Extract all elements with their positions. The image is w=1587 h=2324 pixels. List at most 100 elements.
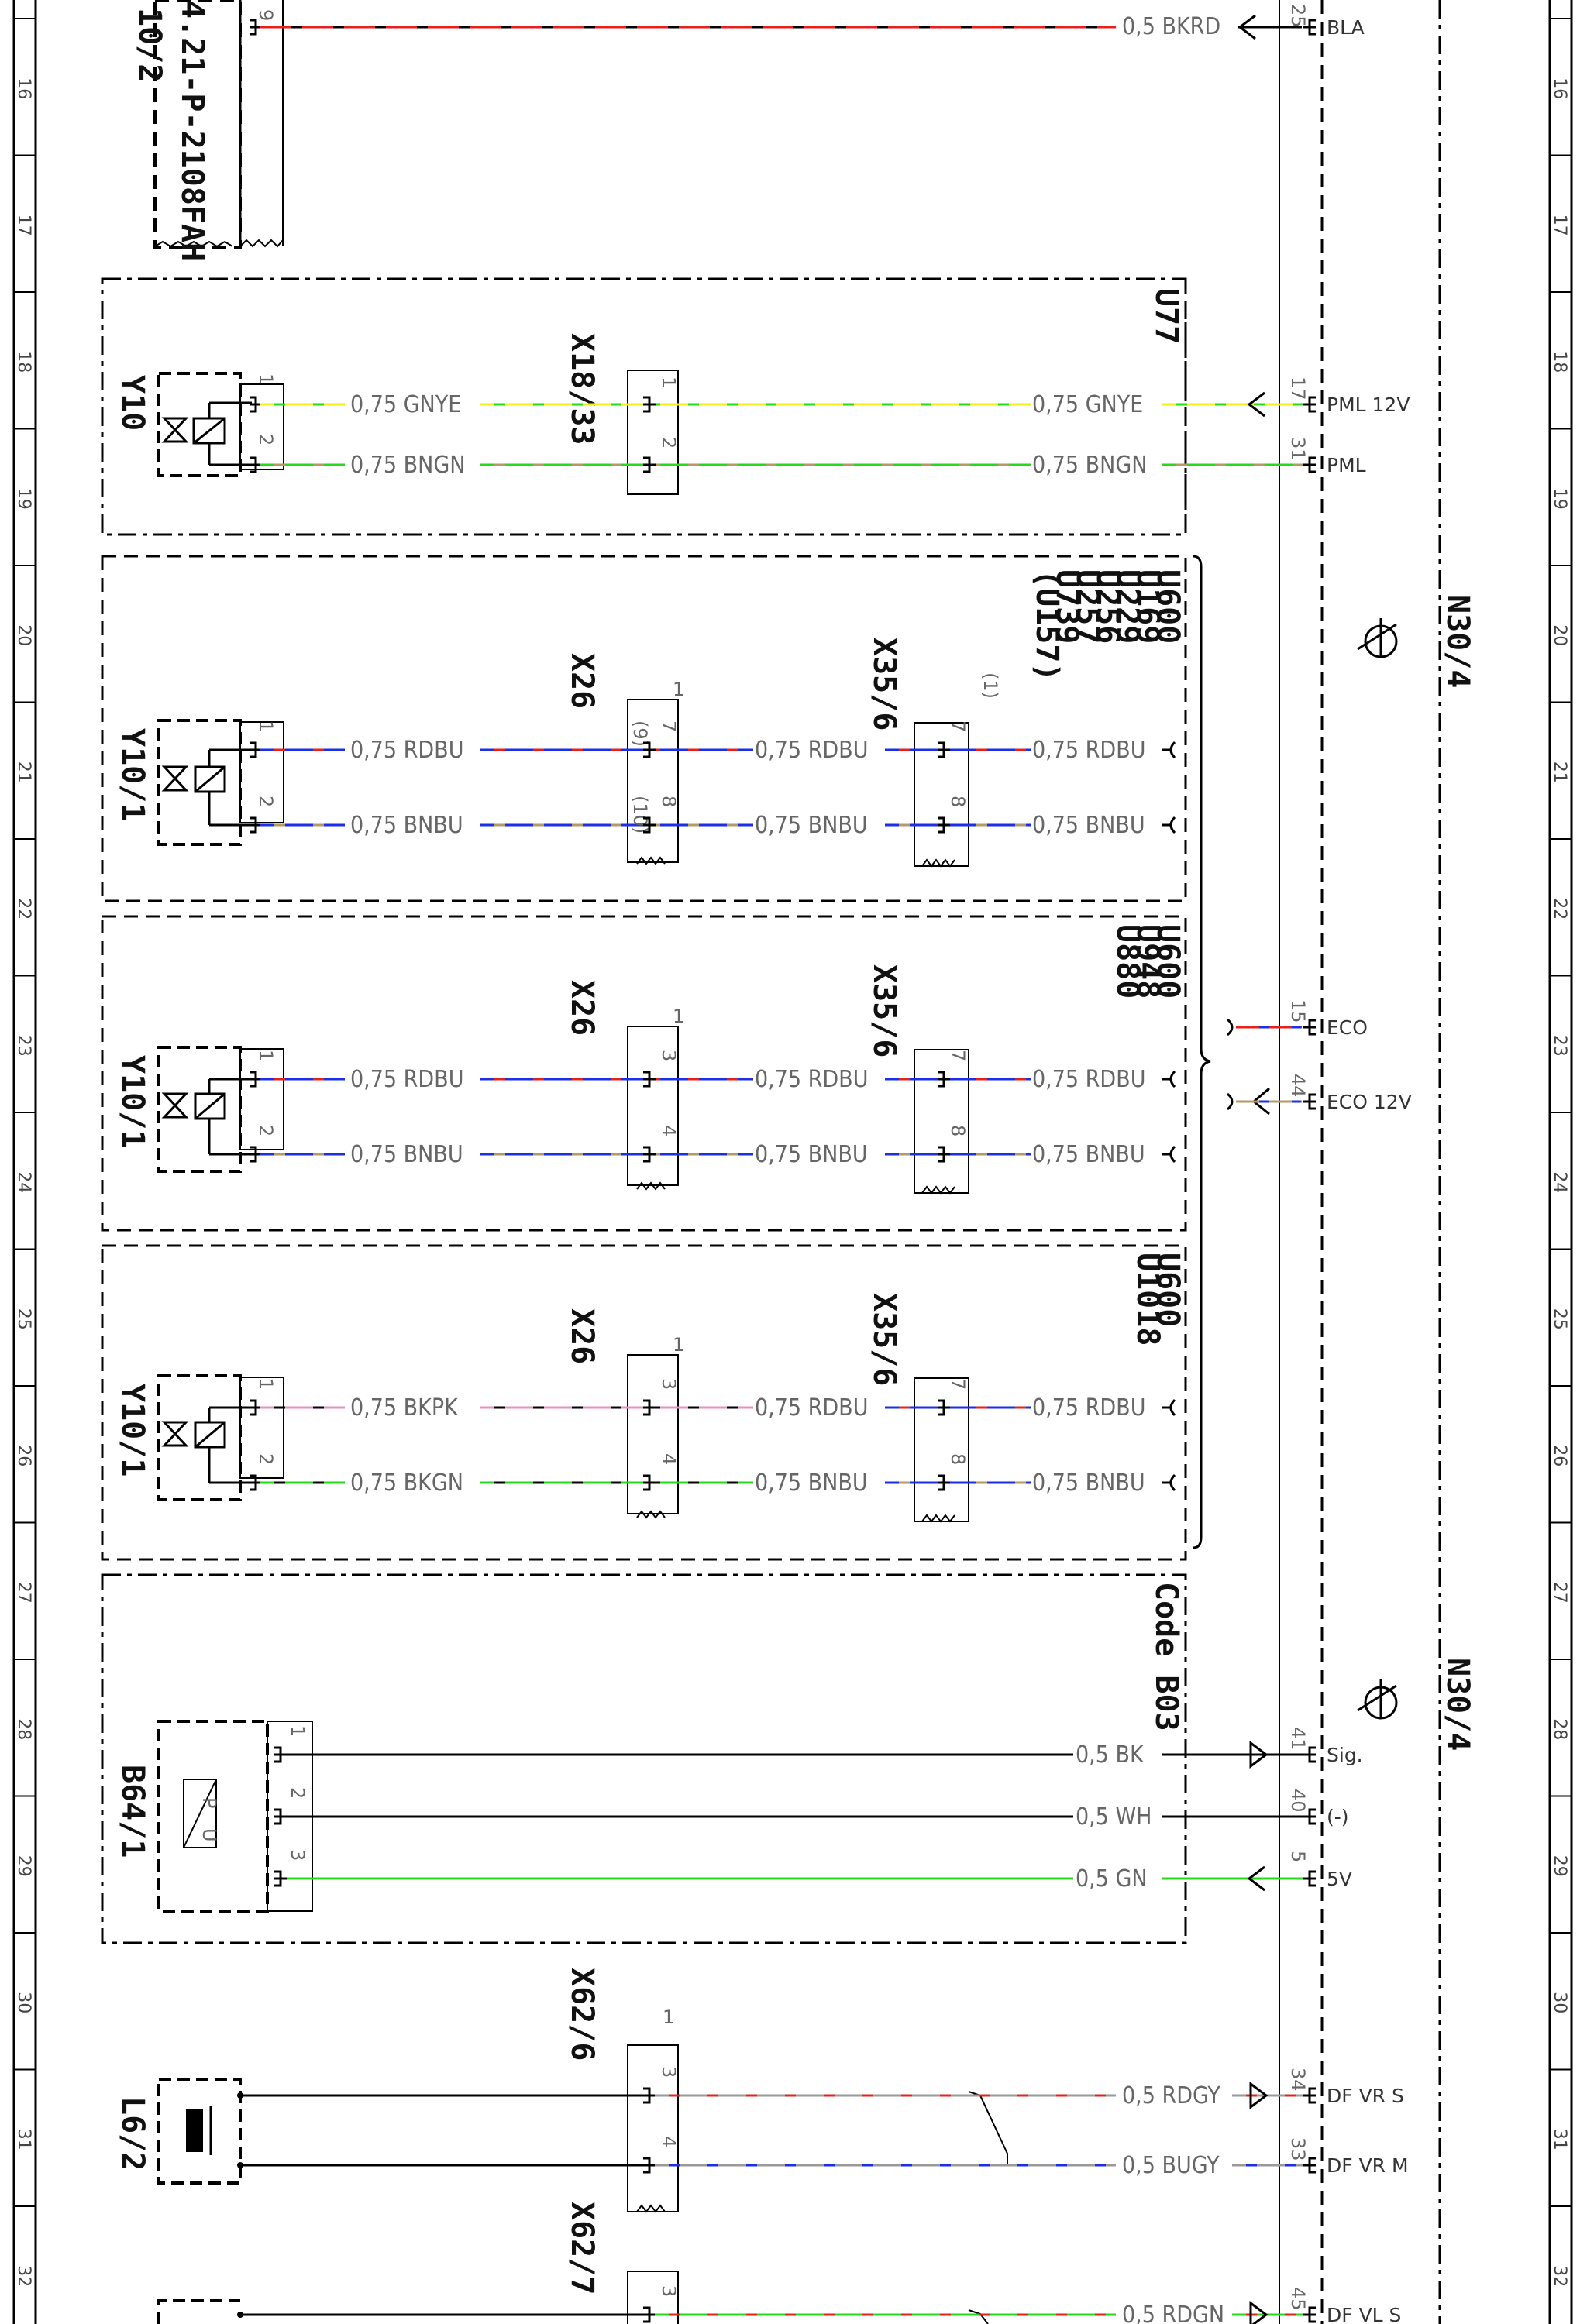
n30-pin-label: (-): [1327, 1806, 1349, 1828]
box3-wire-left-label: 0,75 BNBU: [350, 1141, 463, 1168]
n30-pin-number: 5: [1287, 1851, 1309, 1862]
box4-x26-marker: 1: [673, 1334, 684, 1356]
box3-wire-right-label: 0,75 RDBU: [1032, 1066, 1145, 1093]
box3-wire-mid-label: 0,75 BNBU: [755, 1141, 868, 1168]
n30-pin-number: 17: [1287, 376, 1309, 401]
valve-y10-1-housing: [157, 1046, 242, 1173]
box2-code-group: U256: [1090, 569, 1125, 644]
box3-x26-marker: 1: [673, 1006, 684, 1027]
box4-code: U600: [1150, 1253, 1186, 1327]
n30-pin-number: 45: [1287, 2287, 1309, 2311]
box3-code: U948: [1130, 924, 1165, 999]
u77-wire-left-label: 0,75 GNYE: [350, 391, 461, 418]
box3-x26-pin: 3: [658, 1050, 680, 1061]
n30-label-bottom: N30/4: [1440, 1658, 1475, 1751]
box2-wire-mid-label: 0,75 BNBU: [755, 812, 868, 839]
box4-wire-left-label: 0,75 BKPK: [350, 1394, 459, 1422]
row-number-left: 18: [14, 351, 33, 373]
box4-wire-left-label: 0,75 BKGN: [350, 1470, 463, 1497]
bottom-wire-label: 0,5 RDGN: [1122, 2302, 1224, 2324]
connector-x18-33: [627, 370, 679, 495]
row-number-right: 31: [1550, 2129, 1569, 2150]
box3-code: U880: [1110, 924, 1145, 999]
n30-pin-number: 31: [1287, 437, 1309, 461]
n30-pin-label: PML: [1327, 454, 1366, 476]
box2-valve-pin: 1: [255, 720, 277, 732]
box4-x26-pin: 3: [658, 1378, 680, 1390]
x62-7-pin: 3: [658, 2285, 680, 2297]
box2-code-group: U739: [1049, 569, 1085, 644]
box2-component-label: Y10/1: [115, 728, 150, 821]
b03-box: [101, 1573, 1187, 1944]
row-number-right: 32: [1550, 2265, 1569, 2287]
box2-wire-left-label: 0,75 RDBU: [350, 737, 463, 764]
row-number-left: 17: [14, 215, 33, 236]
box4-x35-label-group: X35/6: [866, 1293, 902, 1386]
box3-x26-pin: 4: [658, 1125, 680, 1136]
left-ruler: [12, 0, 37, 2324]
arrow-icon: [1249, 1741, 1269, 1769]
valve-coil-diag: [195, 765, 225, 793]
b03-sensor-pin: 1: [287, 1725, 308, 1737]
box4-code-group: U1018: [1130, 1253, 1165, 1346]
l62-wire-label: 0,5 RDGY: [1122, 2082, 1220, 2109]
box3-wire-mid-label: 0,75 RDBU: [755, 1066, 868, 1093]
row-number-left: 30: [14, 1992, 33, 2013]
n30-pin-label: DF VL S: [1327, 2304, 1401, 2324]
b03-sensor-pin: 3: [287, 1849, 308, 1861]
u77-wire-right-label: 0,75 BNGN: [1032, 452, 1147, 479]
valve-connector: [239, 1048, 284, 1150]
box3-wire-right-label: 0,75 BNBU: [1032, 1141, 1145, 1168]
box3-outline: [101, 915, 1187, 1232]
n30-pin-number: 40: [1287, 1789, 1309, 1813]
x35-connector: [914, 722, 969, 867]
x18-33-pin: 1: [658, 376, 680, 388]
box2-x26-marker: 1: [673, 679, 684, 700]
x26-wavy: [636, 856, 666, 865]
box3-x35-label: X35/6: [866, 964, 902, 1057]
box2-wire-right-label: 0,75 RDBU: [1032, 737, 1145, 764]
box2-code-group: U229: [1110, 569, 1145, 644]
top-wire-label: 0,5 BKRD: [1122, 13, 1220, 40]
box4-valve-pin: 2: [255, 1453, 277, 1465]
row-number-left: 31: [14, 2129, 33, 2150]
connector-arrow-icon: [1238, 14, 1302, 40]
n30-pin-number: 33: [1287, 2137, 1309, 2161]
box3-code-group: U880: [1110, 924, 1145, 999]
top-module-ref: 4.21-P-2108FAH: [174, 0, 210, 261]
valve-icon: [161, 765, 189, 792]
n30-outline: [1279, 0, 1441, 2324]
x26-wavy: [636, 1181, 666, 1191]
n30-pin-label: DF VR S: [1327, 2085, 1404, 2107]
box4-component-label-group: Y10/1: [115, 1384, 150, 1477]
valve-symbol-y10: [157, 372, 284, 477]
box2-code: U256: [1090, 569, 1125, 644]
box2-wire-right-label: 0,75 BNBU: [1032, 812, 1145, 839]
row-number-left: 26: [14, 1445, 33, 1466]
box3-valve-pin: 2: [255, 1125, 277, 1136]
box3-x35-label-group: X35/6: [866, 964, 902, 1057]
row-number-left: 25: [14, 1308, 33, 1330]
row-number-right: 22: [1550, 898, 1569, 920]
box3-component-label: Y10/1: [115, 1055, 150, 1148]
row-number-right: 20: [1550, 624, 1569, 646]
x26-wavy: [636, 1510, 666, 1519]
x62-6-pin: 3: [658, 2066, 680, 2078]
box4-wire-mid-label: 0,75 BNBU: [755, 1470, 868, 1497]
box2-code: U257: [1069, 569, 1105, 644]
valve-icon: [161, 1092, 189, 1119]
box2-code: U169: [1130, 569, 1165, 644]
box2-code-group: U257: [1069, 569, 1105, 644]
box4-x26-label-group: X26: [564, 1308, 600, 1364]
box4-x35-label: X35/6: [866, 1293, 902, 1386]
u77-connector-label: X18/33: [564, 333, 600, 445]
row-number-right: 29: [1550, 1855, 1569, 1877]
top-module-ref-2: 10/2: [132, 8, 167, 82]
box2-x35-label-group: X35/6: [866, 638, 902, 731]
